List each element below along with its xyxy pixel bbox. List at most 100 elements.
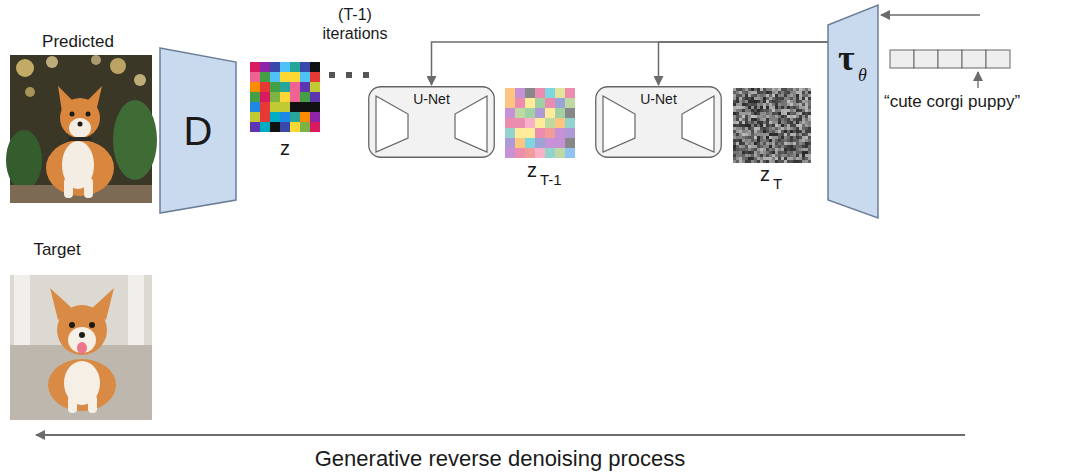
noise-pixel <box>781 160 784 163</box>
grid-cell <box>505 128 515 138</box>
noise-pixel <box>796 157 799 160</box>
noise-pixel <box>763 106 766 109</box>
noise-pixel <box>781 151 784 154</box>
noise-pixel <box>775 157 778 160</box>
illustration-part <box>16 59 34 77</box>
noise-pixel <box>796 106 799 109</box>
grid-cell <box>555 88 565 98</box>
noise-pixel <box>772 148 775 151</box>
noise-pixel <box>754 130 757 133</box>
noise-pixel <box>739 157 742 160</box>
prompt-arrow <box>977 72 978 88</box>
noise-pixel <box>748 154 751 157</box>
noise-pixel <box>784 154 787 157</box>
noise-pixel <box>775 136 778 139</box>
noise-pixel <box>790 127 793 130</box>
noise-pixel <box>754 157 757 160</box>
noise-pixel <box>754 100 757 103</box>
noise-pixel <box>751 127 754 130</box>
noise-pixel <box>766 91 769 94</box>
noise-pixel <box>742 133 745 136</box>
noise-pixel <box>790 112 793 115</box>
noise-pixel <box>781 154 784 157</box>
noise-pixel <box>745 100 748 103</box>
noise-pixel <box>784 124 787 127</box>
grid-cell <box>260 82 270 92</box>
noise-pixel <box>784 160 787 163</box>
noise-pixel <box>736 154 739 157</box>
noise-pixel <box>796 130 799 133</box>
noise-pixel <box>748 109 751 112</box>
grid-cell <box>505 98 515 108</box>
illustration-part <box>88 395 97 413</box>
noise-pixel <box>736 148 739 151</box>
noise-pixel <box>805 106 808 109</box>
noise-pixel <box>733 124 736 127</box>
noise-pixel <box>772 88 775 91</box>
noise-pixel <box>760 124 763 127</box>
noise-pixel <box>784 121 787 124</box>
noise-pixel <box>736 94 739 97</box>
noise-pixel <box>748 91 751 94</box>
illustration-part <box>329 72 335 78</box>
noise-pixel <box>748 133 751 136</box>
grid-cell <box>280 112 290 122</box>
noise-pixel <box>808 136 811 139</box>
noise-pixel <box>775 100 778 103</box>
noise-pixel <box>808 100 811 103</box>
noise-pixel <box>799 151 802 154</box>
noise-pixel <box>799 130 802 133</box>
noise-pixel <box>763 148 766 151</box>
noise-pixel <box>796 100 799 103</box>
noise-pixel <box>754 91 757 94</box>
noise-pixel <box>739 112 742 115</box>
noise-pixel <box>739 136 742 139</box>
noise-pixel <box>802 130 805 133</box>
noise-pixel <box>742 94 745 97</box>
noise-pixel <box>778 127 781 130</box>
noise-pixel <box>802 115 805 118</box>
grid-cell <box>290 62 300 72</box>
noise-pixel <box>808 133 811 136</box>
noise-pixel <box>772 136 775 139</box>
noise-pixel <box>745 127 748 130</box>
decoder-half <box>455 96 487 152</box>
noise-pixel <box>739 121 742 124</box>
noise-pixel <box>802 88 805 91</box>
noise-pixel <box>751 94 754 97</box>
noise-pixel <box>733 151 736 154</box>
noise-pixel <box>784 109 787 112</box>
noise-pixel <box>796 91 799 94</box>
grid-cell <box>555 128 565 138</box>
noise-pixel <box>754 151 757 154</box>
grid-cell <box>300 62 310 72</box>
noise-pixel <box>739 145 742 148</box>
grid-cell <box>280 102 290 112</box>
noise-pixel <box>754 106 757 109</box>
grid-cell <box>555 138 565 148</box>
noise-pixel <box>778 88 781 91</box>
noise-pixel <box>757 88 760 91</box>
noise-pixel <box>781 97 784 100</box>
noise-pixel <box>733 94 736 97</box>
noise-pixel <box>805 148 808 151</box>
noise-pixel <box>772 157 775 160</box>
noise-pixel <box>772 160 775 163</box>
grid-cell <box>505 108 515 118</box>
noise-pixel <box>775 109 778 112</box>
noise-pixel <box>739 148 742 151</box>
latent-grid <box>505 88 575 158</box>
noise-pixel <box>742 112 745 115</box>
noise-pixel <box>790 94 793 97</box>
noise-pixel <box>790 139 793 142</box>
noise-pixel <box>784 157 787 160</box>
noise-pixel <box>808 106 811 109</box>
noise-pixel <box>781 115 784 118</box>
noise-pixel <box>760 136 763 139</box>
illustration-part <box>89 322 95 328</box>
noise-pixel <box>757 148 760 151</box>
noise-pixel <box>778 139 781 142</box>
noise-pixel <box>805 160 808 163</box>
noise-pixel <box>733 88 736 91</box>
noise-pixel <box>805 91 808 94</box>
